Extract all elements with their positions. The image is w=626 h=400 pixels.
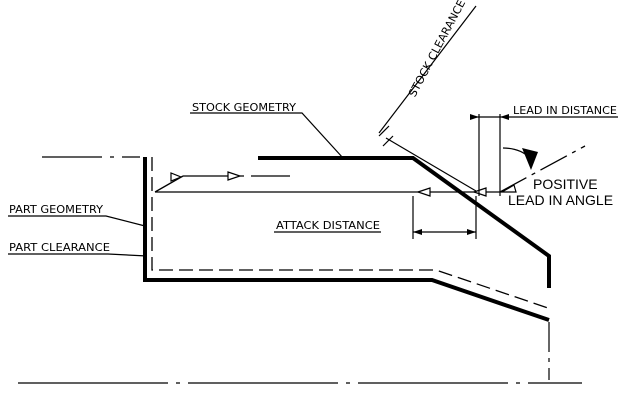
part-geometry-leader [8, 215, 146, 227]
lead-in-angle-label: LEAD IN ANGLE [508, 192, 613, 208]
tool-path [154, 145, 586, 193]
attack-distance-label: ATTACK DISTANCE [276, 219, 380, 232]
arrow-left-icon [416, 187, 431, 197]
leader-lines [8, 112, 344, 257]
arrow-right-icon [467, 229, 476, 235]
stock-clearance-extension-line [378, 5, 477, 134]
stock-clearance-label: STOCK CLEARANCE [406, 0, 468, 99]
arrow-left-icon [500, 114, 509, 120]
stock-geometry-label: STOCK GEOMETRY [192, 101, 296, 114]
lead-in-distance-arrows [470, 114, 509, 120]
attack-distance-dimension [274, 196, 477, 239]
stock-clearance-dimension-line [385, 137, 477, 192]
attack-distance-arrows [413, 229, 476, 235]
lead-in-angle-arrow-icon [522, 148, 538, 170]
arrow-right-icon [170, 172, 183, 182]
stock-clearance-dimension [378, 5, 477, 192]
arrow-left-icon [499, 184, 517, 193]
lead-in-distance-label: LEAD IN DISTANCE [513, 104, 617, 117]
lead-in-distance-dimension [472, 114, 618, 196]
part-clearance-leader [8, 253, 148, 257]
lead-in-angle-indicator [502, 147, 538, 170]
arrow-right-icon [470, 114, 479, 120]
stock-geometry-outline [258, 156, 551, 288]
arrow-left-icon [413, 229, 422, 235]
stock-clearance-tick [378, 125, 390, 137]
arrow-right-icon [227, 171, 242, 181]
stock-clearance-tick [382, 135, 394, 147]
positive-label: POSITIVE [533, 176, 598, 192]
centerlines [18, 156, 582, 384]
part-geometry-outline [143, 157, 550, 322]
part-clearance-outline [151, 157, 552, 310]
part-geometry-label: PART GEOMETRY [9, 203, 103, 216]
arrow-left-icon [472, 187, 487, 197]
tool-path-arrows [170, 171, 517, 197]
stock-geometry-leader [190, 112, 344, 159]
part-clearance-label: PART CLEARANCE [9, 241, 110, 254]
